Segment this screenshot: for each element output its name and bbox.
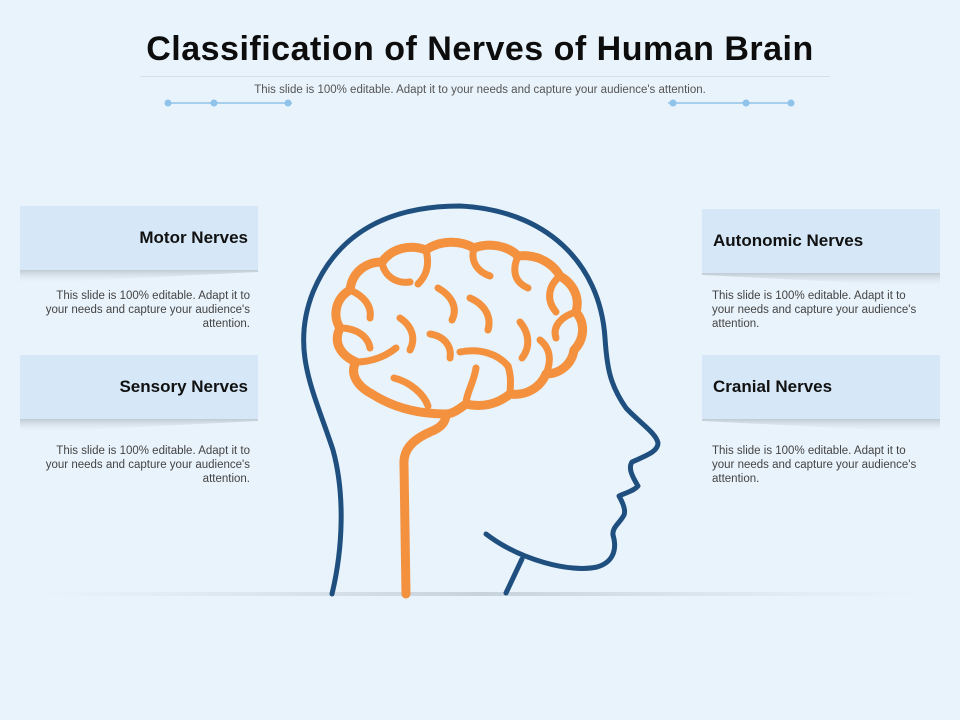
motor-nerves-label-box: Motor Nerves: [20, 206, 258, 270]
decorative-dot-line: [164, 99, 795, 107]
motor-nerves-description: This slide is 100% editable. Adapt it to…: [45, 290, 250, 330]
slide-subtitle: This slide is 100% editable. Adapt it to…: [254, 84, 706, 96]
cranial-nerves-box-shadow: [702, 419, 940, 433]
autonomic-nerves-label-box: Autonomic Nerves: [702, 209, 940, 273]
motor-nerves-box-shadow: [20, 270, 258, 284]
autonomic-nerves-box-shadow: [702, 273, 940, 287]
cranial-nerves-label-box: Cranial Nerves: [702, 355, 940, 419]
cranial-nerves-description: This slide is 100% editable. Adapt it to…: [712, 445, 917, 485]
sensory-nerves-label-box: Sensory Nerves: [20, 355, 258, 419]
slide-title: Classification of Nerves of Human Brain: [146, 30, 814, 68]
autonomic-nerves-label: Autonomic Nerves: [713, 231, 864, 250]
title-divider: [140, 76, 830, 77]
ground-shadow: [40, 592, 920, 596]
motor-nerves-label: Motor Nerves: [139, 228, 248, 247]
brain-icon: [331, 237, 587, 599]
head-outline-icon: [301, 203, 661, 597]
autonomic-nerves-description: This slide is 100% editable. Adapt it to…: [712, 290, 917, 330]
head-illustration: [301, 203, 661, 599]
sensory-nerves-label: Sensory Nerves: [119, 377, 248, 396]
cranial-nerves-label: Cranial Nerves: [713, 377, 833, 396]
sensory-nerves-description: This slide is 100% editable. Adapt it to…: [45, 445, 250, 485]
sensory-nerves-box-shadow: [20, 419, 258, 433]
